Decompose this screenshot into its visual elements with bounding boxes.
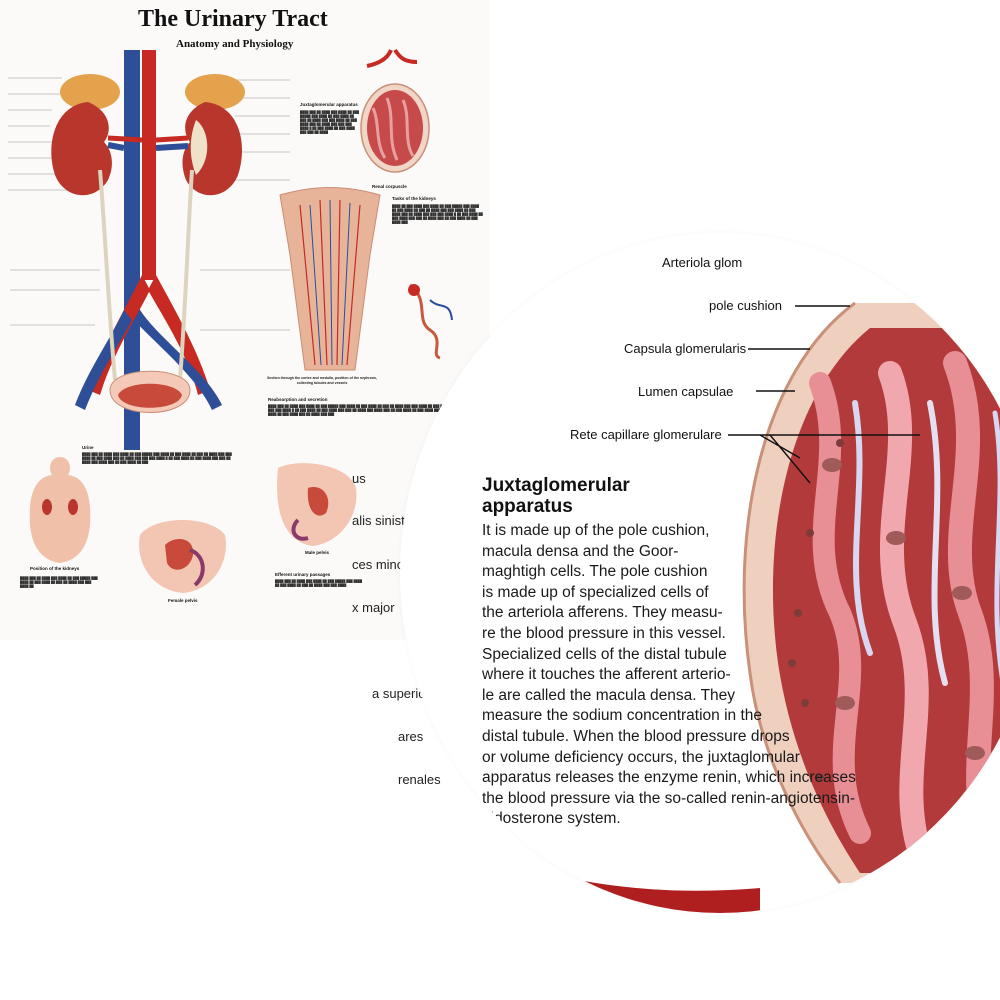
text-line: aldosterone system. [482, 810, 621, 828]
text-line: Specialized cells of the distal tubule [482, 645, 727, 663]
jga-text-block: ████ ███ ██ ████ ███ ████ ██ ███ █████ █… [300, 110, 359, 134]
text-line: measure the sodium concentration in the [482, 707, 763, 725]
rete-label: Rete capillare glomerulare [570, 427, 722, 442]
label-fragment: x major [352, 600, 395, 615]
text-line: apparatus releases the enzyme renin, whi… [482, 769, 856, 787]
label-fragment: us [352, 471, 366, 486]
glomerulus-closeup [545, 301, 1000, 913]
efferent-text-block: ████ ███ ██ ████ ███ ████ ██ ███ █████ █… [275, 579, 362, 587]
female-pelvis-illustration [139, 520, 226, 593]
text-line: the arteriola afferens. They measu- [482, 604, 723, 622]
jga-heading: Juxtaglomerular apparatus [300, 102, 358, 107]
urine-text-block: ████ ███ ██ ████ ███ ████ ██ ███ █████ █… [82, 452, 232, 464]
heading-line: apparatus [482, 496, 573, 517]
jga-magnified-text: It is made up of the pole cushion, macul… [482, 521, 892, 830]
male-pelvis-caption: Male pelvis [305, 550, 330, 555]
reabsorption-heading: Reabsorption and secretion [268, 397, 328, 402]
label-fragment: alis sinistra [352, 513, 417, 528]
renal-corpuscle-heading: Renal corpuscle [372, 184, 407, 189]
text-line: le are called the macula densa. They [482, 686, 736, 704]
text-line: maghtigh cells. The pole cushion [482, 563, 708, 581]
arteriola-label: Arteriola glom [662, 255, 743, 270]
male-pelvis-illustration [277, 463, 357, 546]
capsula-label: Capsula glomerularis [624, 341, 747, 356]
position-heading: Position of the kidneys [30, 566, 80, 571]
label-fragment: ares [398, 729, 424, 744]
text-line: re the blood pressure in this vessel. [482, 624, 726, 642]
cortex-section-illustration [279, 187, 381, 371]
jga-magnified-heading: Juxtaglomerular apparatus [482, 475, 630, 517]
anatomy-poster: The Urinary Tract Anatomy and Physiology [0, 0, 490, 640]
poster-subtitle: Anatomy and Physiology [176, 38, 294, 50]
urine-heading: Urine [82, 445, 94, 450]
tasks-heading: Tasks of the kidneys [392, 196, 436, 201]
text-line: distal tubule. When the blood pressure d… [482, 727, 790, 745]
heading-line: Juxtaglomerular [482, 475, 630, 496]
nephron-illustration [408, 283, 453, 360]
female-pelvis-caption: Female pelvis [168, 598, 198, 603]
lumen-label: Lumen capsulae [638, 384, 734, 399]
renal-corpuscle-illustration [360, 48, 430, 173]
label-fragment: renales [398, 772, 441, 787]
position-text-block: ████ ███ ██ ████ ███ ████ ██ ███ █████ █… [20, 576, 98, 588]
text-line: is made up of specialized cells of [482, 583, 709, 601]
pole-cushion-label: pole cushion [709, 298, 782, 313]
magnifier-lens: Arteriola glom pole cushion Capsula glom… [400, 233, 1000, 913]
text-line: macula densa and the Goor- [482, 542, 679, 560]
text-line: or volume deficiency occurs, the juxtagl… [482, 748, 800, 766]
back-view-illustration [29, 457, 91, 563]
text-line: the blood pressure via the so-called ren… [482, 789, 856, 807]
efferent-heading: Efferent urinary passages [275, 572, 331, 577]
section-caption: Section through the cortex and medulla, … [267, 376, 377, 385]
kidneys-illustration [8, 50, 290, 450]
text-line: where it touches the afferent arterio- [482, 666, 731, 684]
poster-title: The Urinary Tract [138, 6, 328, 32]
text-line: It is made up of the pole cushion, [482, 522, 710, 539]
label-fragment: a superior [372, 686, 430, 701]
tasks-text-block: ████ ██ ███ ████ ███ ████ ██ ███ █████ █… [392, 204, 483, 224]
reabsorption-text-block: ████ ███ ██ ████ ███ ████ ██ ███ █████ █… [268, 404, 478, 416]
